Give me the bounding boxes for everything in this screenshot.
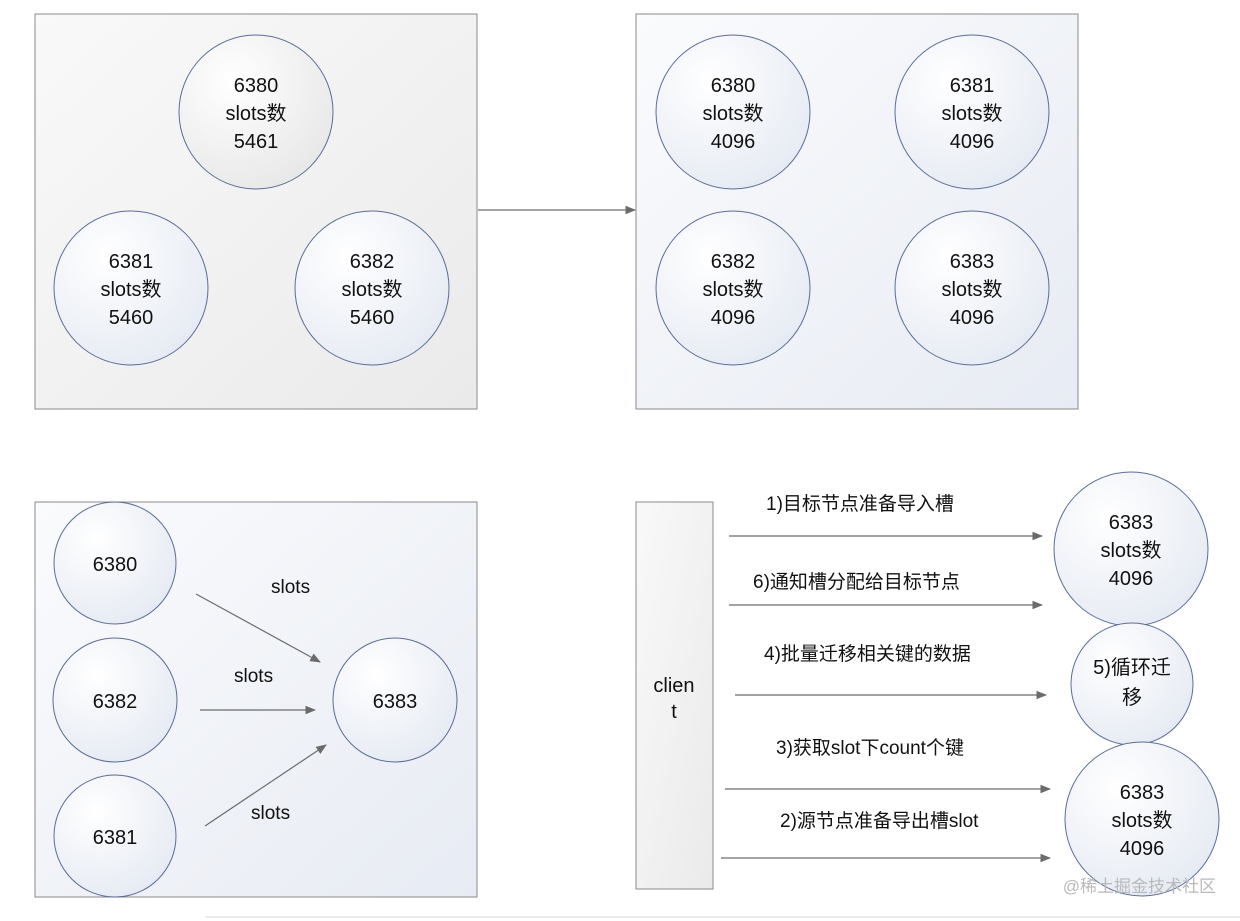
step-2-label: 2)源节点准备导出槽slot [780,810,979,832]
after-node-6381: 6381 slots数 4096 [894,34,1050,190]
node-slots-count: 4096 [711,307,756,329]
slots-label-middle: slots [234,666,273,687]
node-port: 6380 [93,554,138,576]
node-slots-count: 4096 [1109,568,1154,590]
loop-migration-node: 5)循环迁 移 [1070,622,1194,746]
migration-target-6383: 6383 [332,637,458,763]
client-box: clien t [635,501,714,890]
step-6-label: 6)通知槽分配给目标节点 [753,571,960,593]
node-slots-label: slots数 [941,102,1002,125]
before-node-6381: 6381 slots数 5460 [53,210,209,366]
node-slots-count: 4096 [950,131,995,153]
node-port: 6381 [950,75,995,97]
node-port: 6380 [234,75,279,97]
loop-label-line2: 移 [1122,686,1142,709]
after-node-6382: 6382 slots数 4096 [655,210,811,366]
node-port: 6381 [93,827,138,849]
migration-source-6381: 6381 [53,774,177,898]
node-port: 6382 [93,691,138,713]
slots-label-top: slots [271,577,310,598]
node-slots-label: slots数 [225,102,286,125]
slots-arrow-from-6381 [204,744,327,827]
before-node-6380: 6380 slots数 5461 [178,34,334,190]
node-slots-count: 5460 [350,307,395,329]
node-port: 6383 [373,691,418,713]
node-slots-count: 5461 [234,131,279,153]
node-slots-count: 4096 [711,131,756,153]
protocol-target-node: 6383 slots数 4096 [1053,471,1209,627]
node-slots-label: slots数 [941,278,1002,301]
client-label-line2: t [671,701,677,723]
node-port: 6383 [1120,782,1165,804]
node-slots-label: slots数 [702,278,763,301]
after-node-6383: 6383 slots数 4096 [894,210,1050,366]
node-port: 6382 [711,251,756,273]
node-port: 6383 [950,251,995,273]
step-4-label: 4)批量迁移相关键的数据 [764,643,971,665]
after-node-6380: 6380 slots数 4096 [655,34,811,190]
slots-arrow-from-6380 [195,593,321,663]
node-port: 6383 [1109,512,1154,534]
node-port: 6380 [711,75,756,97]
node-slots-label: slots数 [1100,539,1161,562]
step-3-label: 3)获取slot下count个键 [776,737,964,759]
client-label-line1: clien [653,675,694,697]
migration-source-6382: 6382 [52,637,178,763]
before-node-6382: 6382 slots数 5460 [294,210,450,366]
loop-label-line1: 5)循环迁 [1093,656,1171,679]
slots-label-bottom: slots [251,803,290,824]
node-slots-label: slots数 [1111,809,1172,832]
watermark: @稀土掘金技术社区 [1063,877,1216,896]
node-slots-count: 4096 [1120,838,1165,860]
node-slots-label: slots数 [702,102,763,125]
node-slots-count: 5460 [109,307,154,329]
protocol-source-node: 6383 slots数 4096 [1064,741,1220,897]
node-slots-label: slots数 [341,278,402,301]
migration-source-6380: 6380 [53,501,177,625]
node-port: 6382 [350,251,395,273]
node-slots-count: 4096 [950,307,995,329]
step-1-label: 1)目标节点准备导入槽 [766,493,954,515]
node-slots-label: slots数 [100,278,161,301]
node-port: 6381 [109,251,154,273]
